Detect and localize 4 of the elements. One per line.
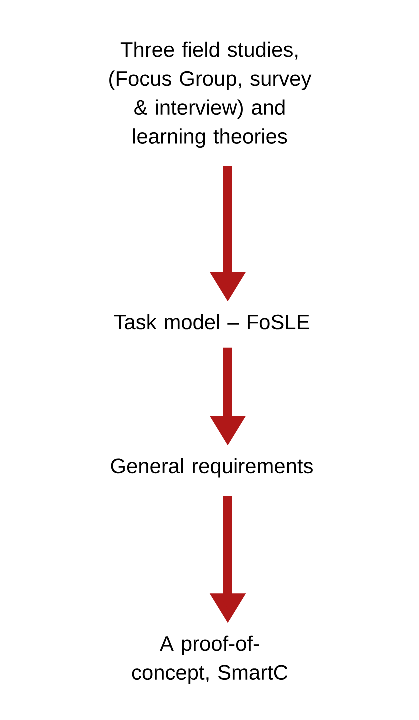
text-label: Task model – FoSLE — [114, 314, 310, 330]
text-label: General requirements — [111, 458, 313, 478]
text-label: A proof-of-concept, SmartC — [132, 636, 288, 684]
text-label: Three field studies, (Focus Group, survey & interview) and learning theories — [110, 42, 312, 148]
